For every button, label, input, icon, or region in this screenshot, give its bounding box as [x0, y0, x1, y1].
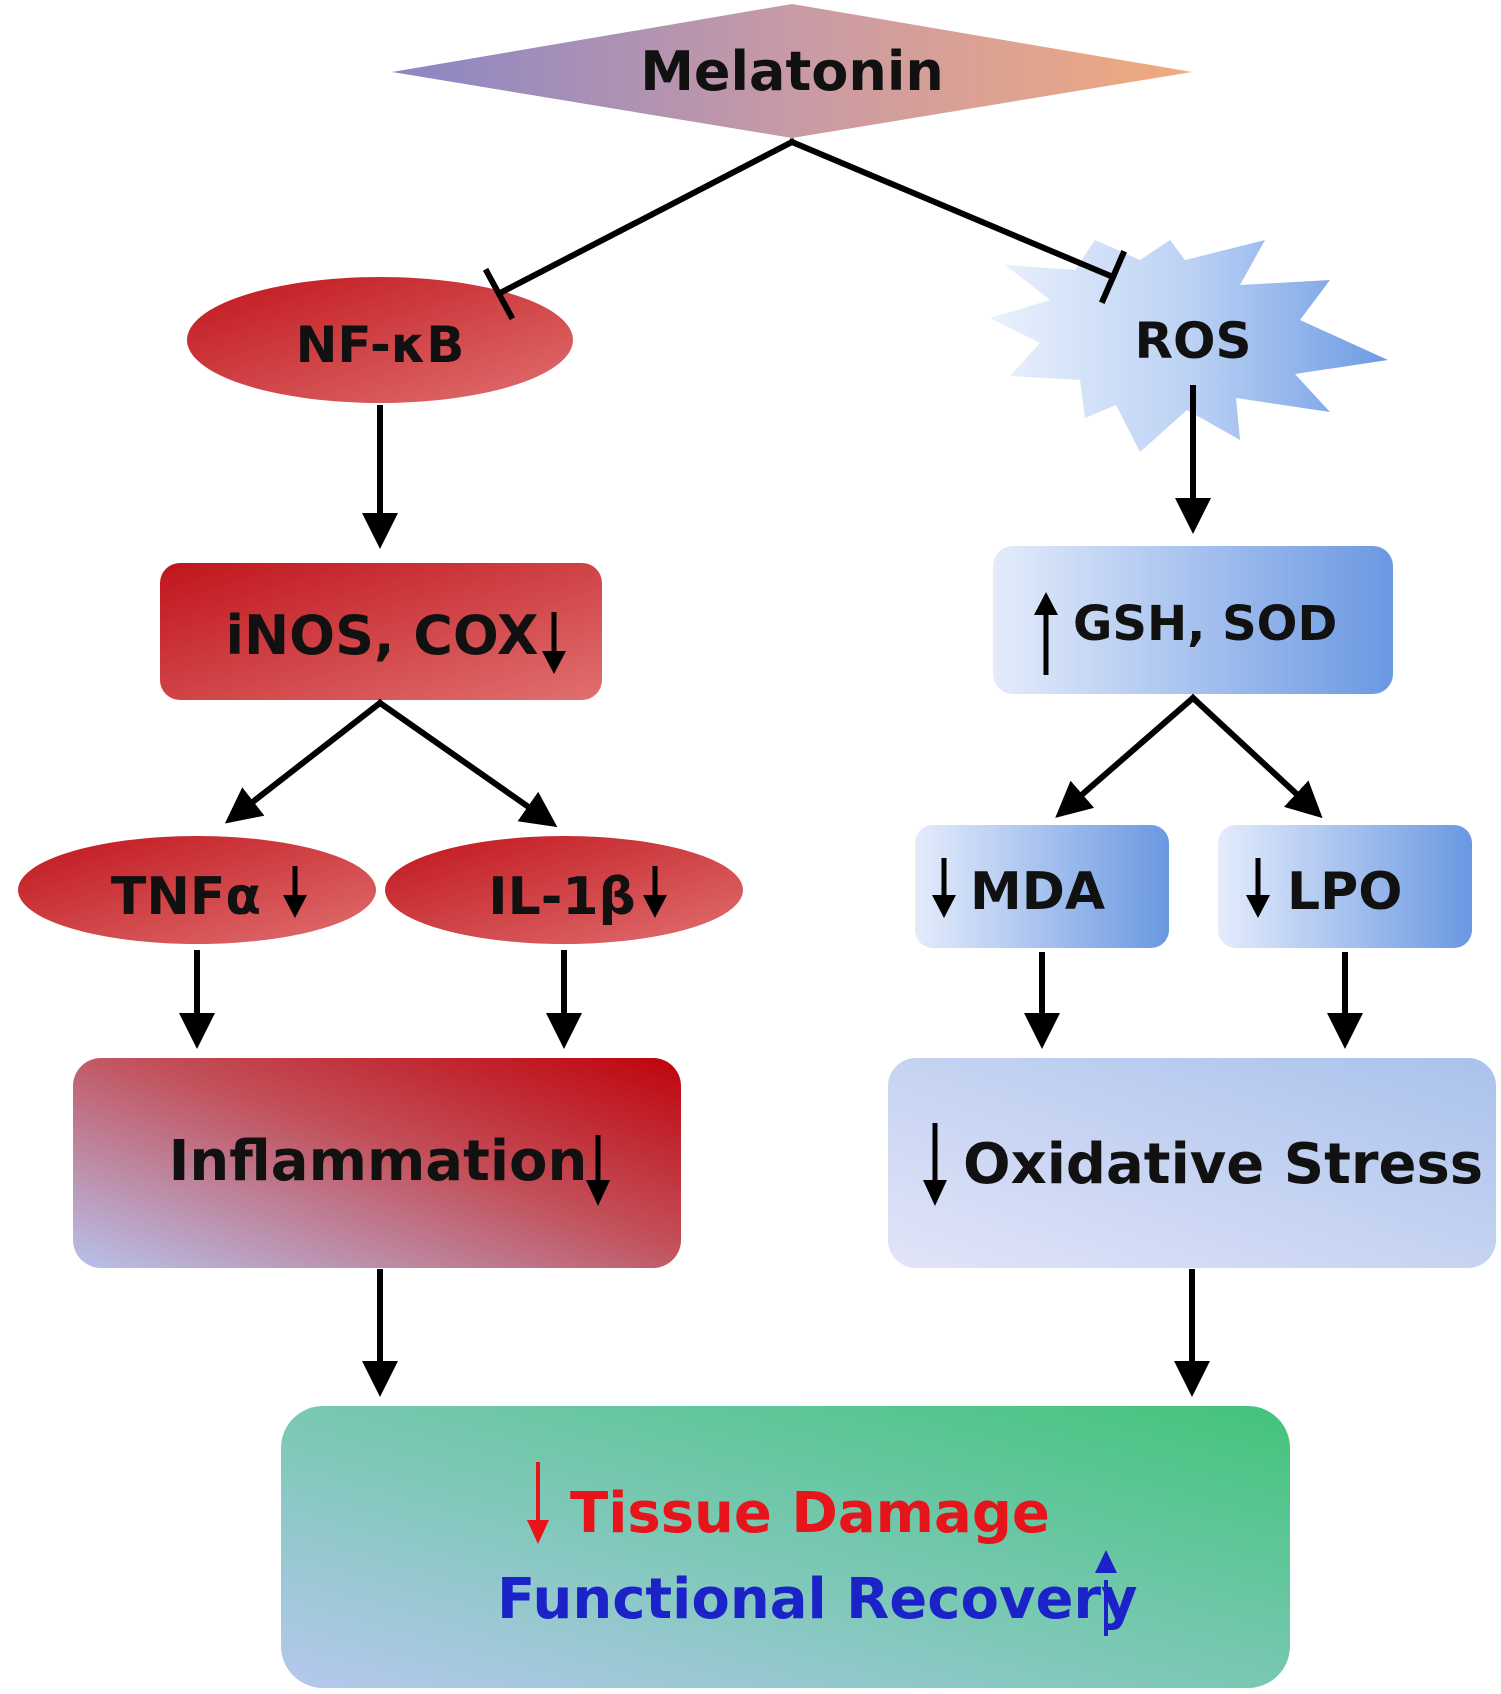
mda-shape: [915, 825, 1169, 948]
gsh-sod-label: GSH, SOD: [1073, 596, 1337, 652]
down-arrow-icon: [283, 866, 307, 918]
mda-node: MDA: [915, 825, 1169, 948]
nfkb-shape: [187, 277, 573, 403]
inhibition-edge-melatonin-ros: [788, 138, 1127, 304]
lpo-shape: [1218, 825, 1472, 948]
down-arrow-icon: [527, 1462, 549, 1544]
inflammation-shape: [73, 1058, 681, 1268]
inflammation-label: Inflammation: [169, 1129, 588, 1194]
edge-inos-tnfa: [224, 698, 385, 824]
outcome-shape: [281, 1406, 1290, 1688]
down-arrow-icon: [542, 612, 566, 674]
outcome-node: Tissue Damage Functional Recovery: [281, 1406, 1290, 1688]
gsh-sod-node: GSH, SOD: [993, 546, 1393, 694]
il1b-label: IL-1β: [488, 867, 635, 927]
connectors: [179, 137, 1363, 1397]
edge-gsh-lpo: [1188, 693, 1323, 819]
inflammation-node: Inflammation: [73, 1058, 681, 1268]
edge-inos-il1b: [375, 698, 558, 828]
up-arrow-icon: [1034, 592, 1058, 675]
mda-label: MDA: [970, 862, 1105, 922]
lpo-label: LPO: [1287, 862, 1402, 922]
down-arrow-icon: [586, 1135, 610, 1206]
edge-gsh-mda: [1055, 693, 1198, 818]
down-arrow-icon: [643, 866, 667, 918]
tissue-damage-label: Tissue Damage: [570, 1481, 1050, 1546]
oxidative-stress-node: Oxidative Stress: [888, 1058, 1496, 1268]
nfkb-label: NF-κB: [296, 316, 465, 374]
inos-cox-shape: [160, 563, 602, 700]
ros-shape: [990, 240, 1388, 452]
nfkb-node: NF-κB: [187, 277, 573, 403]
gsh-sod-shape: [993, 546, 1393, 694]
il1b-node: IL-1β: [385, 836, 743, 944]
ros-node: ROS: [990, 240, 1388, 452]
inhibition-edge-melatonin-nfkb: [482, 137, 797, 321]
down-arrow-icon: [932, 858, 956, 918]
ros-label: ROS: [1134, 312, 1251, 370]
down-arrow-icon: [1246, 858, 1270, 918]
oxidative-stress-shape: [888, 1058, 1496, 1268]
il1b-shape: [385, 836, 743, 944]
inos-cox-node: iNOS, COX: [160, 563, 602, 700]
tnfa-label: TNFα: [111, 867, 261, 927]
melatonin-shape: [392, 4, 1192, 138]
melatonin-node: Melatonin: [392, 4, 1192, 138]
functional-recovery-label: Functional Recovery: [497, 1567, 1138, 1632]
down-arrow-icon: [923, 1123, 947, 1206]
tnfa-node: TNFα: [18, 836, 376, 944]
lpo-node: LPO: [1218, 825, 1472, 948]
inos-cox-label: iNOS, COX: [225, 604, 538, 667]
oxidative-stress-label: Oxidative Stress: [963, 1132, 1483, 1197]
tnfa-shape: [18, 836, 376, 944]
up-arrow-icon: [1095, 1550, 1117, 1636]
melatonin-label: Melatonin: [640, 40, 944, 103]
